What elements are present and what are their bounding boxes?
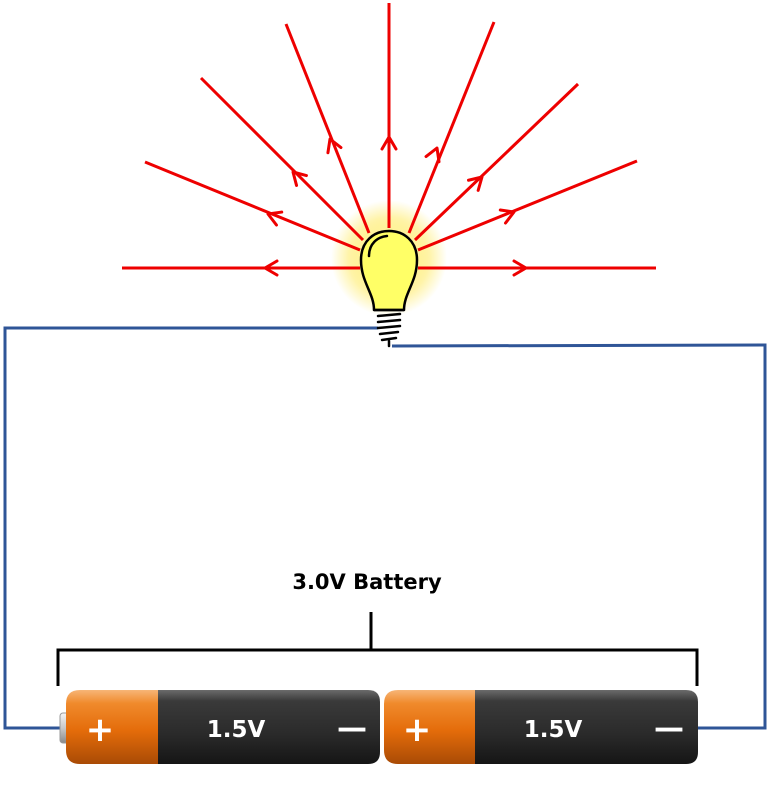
battery-cell-icon: + 1.5V — [59,690,380,764]
light-ray [417,159,638,252]
wire-right [391,343,767,730]
circuit-wire [3,326,767,730]
battery-bracket [56,612,699,686]
battery-cell-icon: + 1.5V — [384,690,698,764]
ray-arrow-icon [424,146,441,164]
bulb-screw-base [376,312,402,348]
cell-positive-end [66,690,158,764]
battery-group-label: 3.0V Battery [292,570,442,594]
cell-voltage-label: 1.5V [524,717,583,743]
ray-arrow-icon [266,210,284,227]
cell-voltage-label: 1.5V [207,717,266,743]
light-rays [122,3,656,277]
cell-body [475,690,698,764]
ray-arrow-icon [512,259,528,277]
cell-positive-end [384,690,475,764]
positive-sign: + [403,710,432,750]
ray-arrow-icon [263,259,279,277]
wire-left [3,326,378,730]
light-ray [199,76,365,242]
ray-arrow-icon [380,135,398,151]
negative-sign: — [337,711,367,746]
light-ray [407,21,496,234]
light-ray [144,160,361,252]
ray-arrow-icon [498,208,516,225]
ray-arrow-icon [326,137,343,155]
cell-body [158,690,380,764]
positive-sign: + [86,710,115,750]
light-ray [413,82,580,242]
negative-sign: — [654,711,684,746]
light-bulb-icon [359,229,419,348]
ray-arrow-icon [291,170,308,187]
light-ray [284,23,371,234]
ray-arrow-icon [466,175,484,192]
